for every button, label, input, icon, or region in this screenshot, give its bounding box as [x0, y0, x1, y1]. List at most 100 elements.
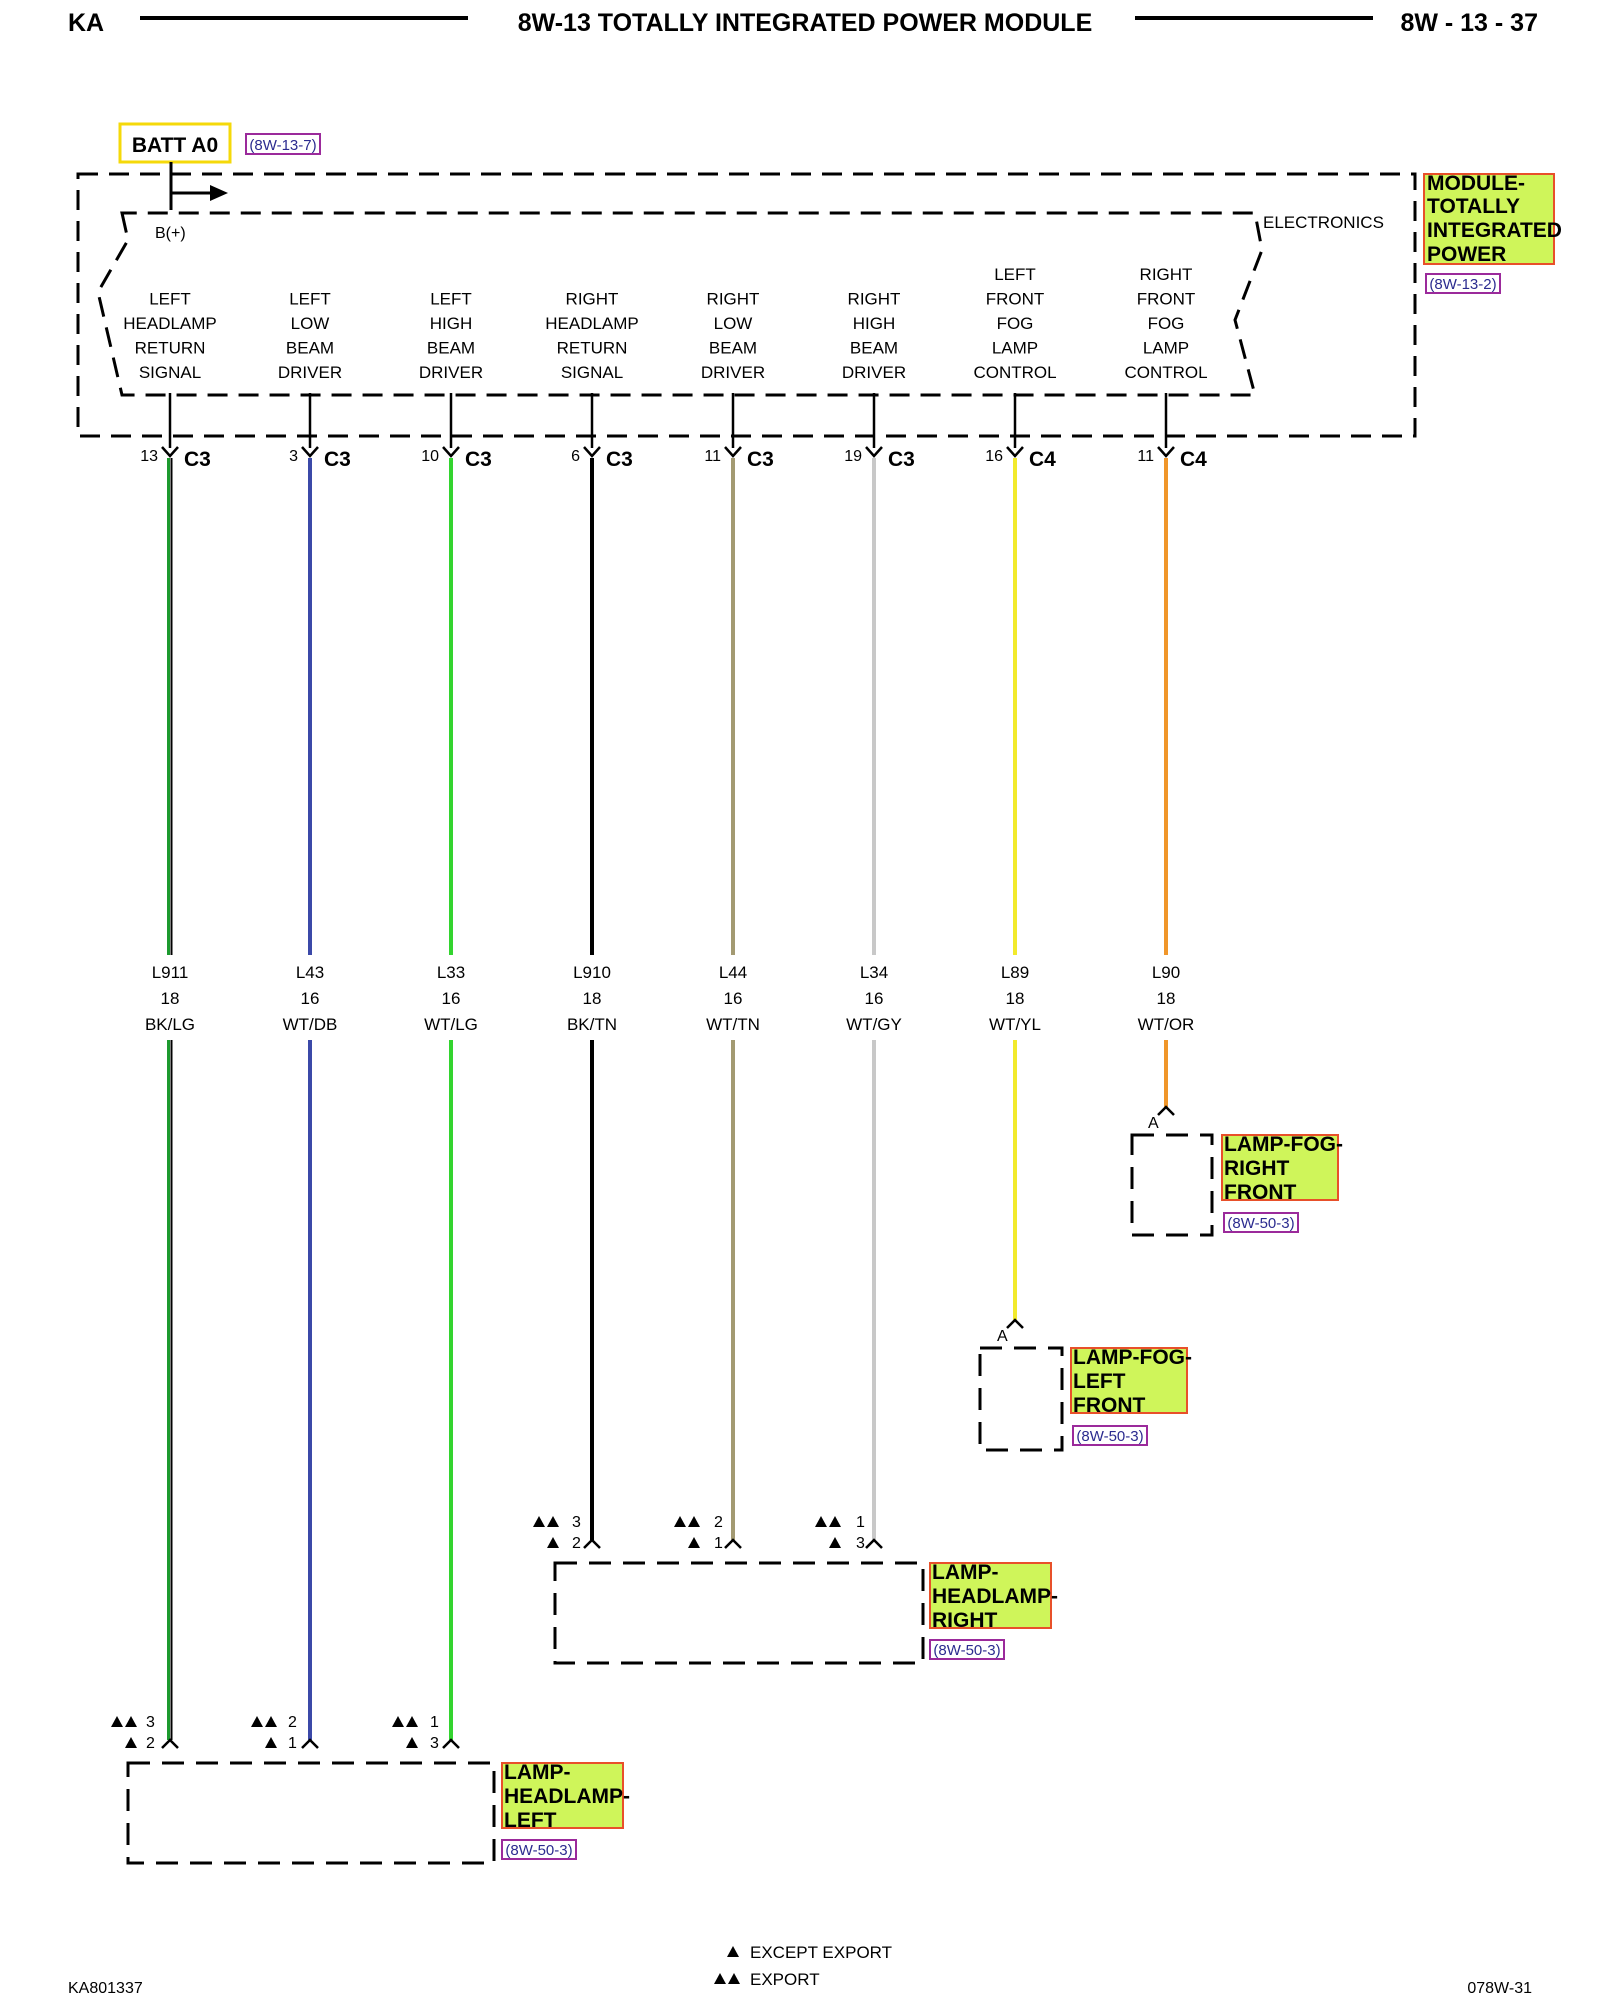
triangle-icon [674, 1516, 686, 1527]
triangle-icon [727, 1946, 739, 1957]
component-ref[interactable]: (8W-50-3) [933, 1642, 1000, 1659]
component-name-line: HEADLAMP- [504, 1785, 630, 1808]
export-marker [111, 1716, 137, 1748]
footer-right: 078W-31 [1467, 1980, 1532, 1997]
pin-bottom: 3 [430, 1735, 439, 1752]
wire-color-code: WT/OR [1138, 1015, 1195, 1034]
connector-id: C3 [184, 448, 211, 471]
page-title: 8W-13 TOTALLY INTEGRATED POWER MODULE [518, 9, 1093, 37]
pin-top: 3 [146, 1714, 155, 1731]
pin-number: 6 [571, 448, 580, 465]
signal-label-line: RETURN [557, 339, 628, 358]
signal-label-line: LEFT [289, 290, 331, 309]
signal-label-line: BEAM [286, 339, 334, 358]
caret-icon [1157, 1105, 1175, 1116]
pin-number: 3 [289, 448, 298, 465]
wire-gauge: 18 [583, 989, 602, 1008]
batt-ref[interactable]: (8W-13-7) [249, 137, 316, 154]
electronics-outline [96, 211, 1264, 397]
wire-gauge: 18 [1157, 989, 1176, 1008]
module-ref[interactable]: (8W-13-2) [1429, 276, 1496, 293]
signal-label-line: LAMP [992, 339, 1038, 358]
triangle-icon [533, 1516, 545, 1527]
footer-left: KA801337 [68, 1980, 143, 1997]
module-name-line: MODULE- [1427, 172, 1525, 195]
component-name-line: LAMP-FOG- [1224, 1133, 1343, 1156]
wire-color-code: WT/DB [283, 1015, 338, 1034]
signal-label-line: RIGHT [1140, 265, 1193, 284]
wire-color-code: WT/GY [846, 1015, 902, 1034]
circuit-number: L910 [573, 963, 611, 982]
wire-color-code: BK/TN [567, 1015, 617, 1034]
connector-id: C3 [465, 448, 492, 471]
lamp-headlamp-left: LAMP- HEADLAMP- LEFT (8W-50-3) 3 2 2 1 1… [126, 1714, 630, 1865]
signal-label-line: SIGNAL [561, 363, 623, 382]
wire-gauge: 16 [442, 989, 461, 1008]
signal-label-line: DRIVER [278, 363, 342, 382]
connector-fork-icon [865, 446, 883, 458]
wire-gauge: 18 [1006, 989, 1025, 1008]
export-marker [392, 1716, 418, 1748]
pin-top: 3 [572, 1514, 581, 1531]
triangle-icon [547, 1516, 559, 1527]
signal-label-line: DRIVER [842, 363, 906, 382]
caret-icon [301, 1738, 319, 1749]
signal-label-line: HIGH [853, 314, 896, 333]
circuit-number: L44 [719, 963, 747, 982]
pin-number: 19 [844, 448, 862, 465]
connector-id: C3 [888, 448, 915, 471]
circuit-number: L34 [860, 963, 888, 982]
component-name-line: LAMP-FOG- [1073, 1346, 1192, 1369]
wire-color-code: WT/YL [989, 1015, 1041, 1034]
module-name-line: INTEGRATED [1427, 219, 1562, 242]
signal-label-line: SIGNAL [139, 363, 201, 382]
module-name-line: TOTALLY [1427, 195, 1520, 218]
pin-label: A [997, 1328, 1008, 1345]
component-name-line: FRONT [1073, 1394, 1145, 1417]
triangle-icon [392, 1716, 404, 1727]
pin-bottom: 1 [288, 1735, 297, 1752]
component-ref[interactable]: (8W-50-3) [1227, 1215, 1294, 1232]
circuit-number: L89 [1001, 963, 1029, 982]
export-marker [815, 1516, 841, 1548]
connector-id: C4 [1180, 448, 1207, 471]
triangle-icon [406, 1716, 418, 1727]
connector-id: C3 [324, 448, 351, 471]
triangle-icon [251, 1716, 263, 1727]
connector-id: C3 [606, 448, 633, 471]
signal-label-line: HIGH [430, 314, 473, 333]
component-ref[interactable]: (8W-50-3) [1076, 1428, 1143, 1445]
wire-color-code: WT/LG [424, 1015, 478, 1034]
pin-1: 3 2 [146, 1714, 155, 1752]
lamp-fog-right-front: A LAMP-FOG- RIGHT FRONT (8W-50-3) [1130, 1115, 1343, 1237]
connector-id: C4 [1029, 448, 1056, 471]
component-ref[interactable]: (8W-50-3) [505, 1842, 572, 1859]
signal-label-line: BEAM [427, 339, 475, 358]
signal-label-line: CONTROL [1124, 363, 1207, 382]
arrow-right-icon [210, 185, 228, 201]
page-number: 8W - 13 - 37 [1400, 9, 1538, 37]
triangle-icon [111, 1716, 123, 1727]
component-name-line: RIGHT [932, 1609, 998, 1632]
triangle-icon [829, 1537, 841, 1548]
signal-label-line: RETURN [135, 339, 206, 358]
pin-number: 10 [421, 448, 439, 465]
circuit-number: L33 [437, 963, 465, 982]
pin-3: 1 3 [430, 1714, 439, 1752]
caret-icon [865, 1538, 883, 1549]
module-label: MODULE- TOTALLY INTEGRATED POWER (8W-13-… [1423, 172, 1562, 294]
triangle-icon [125, 1737, 137, 1748]
signal-label-line: FOG [1148, 314, 1185, 333]
circuit-number: L90 [1152, 963, 1180, 982]
triangle-icon [829, 1516, 841, 1527]
signal-label-line: LAMP [1143, 339, 1189, 358]
connector-id: C3 [747, 448, 774, 471]
signal-label-line: FOG [997, 314, 1034, 333]
pin-bottom: 3 [856, 1535, 865, 1552]
connector-fork-icon [442, 446, 460, 458]
